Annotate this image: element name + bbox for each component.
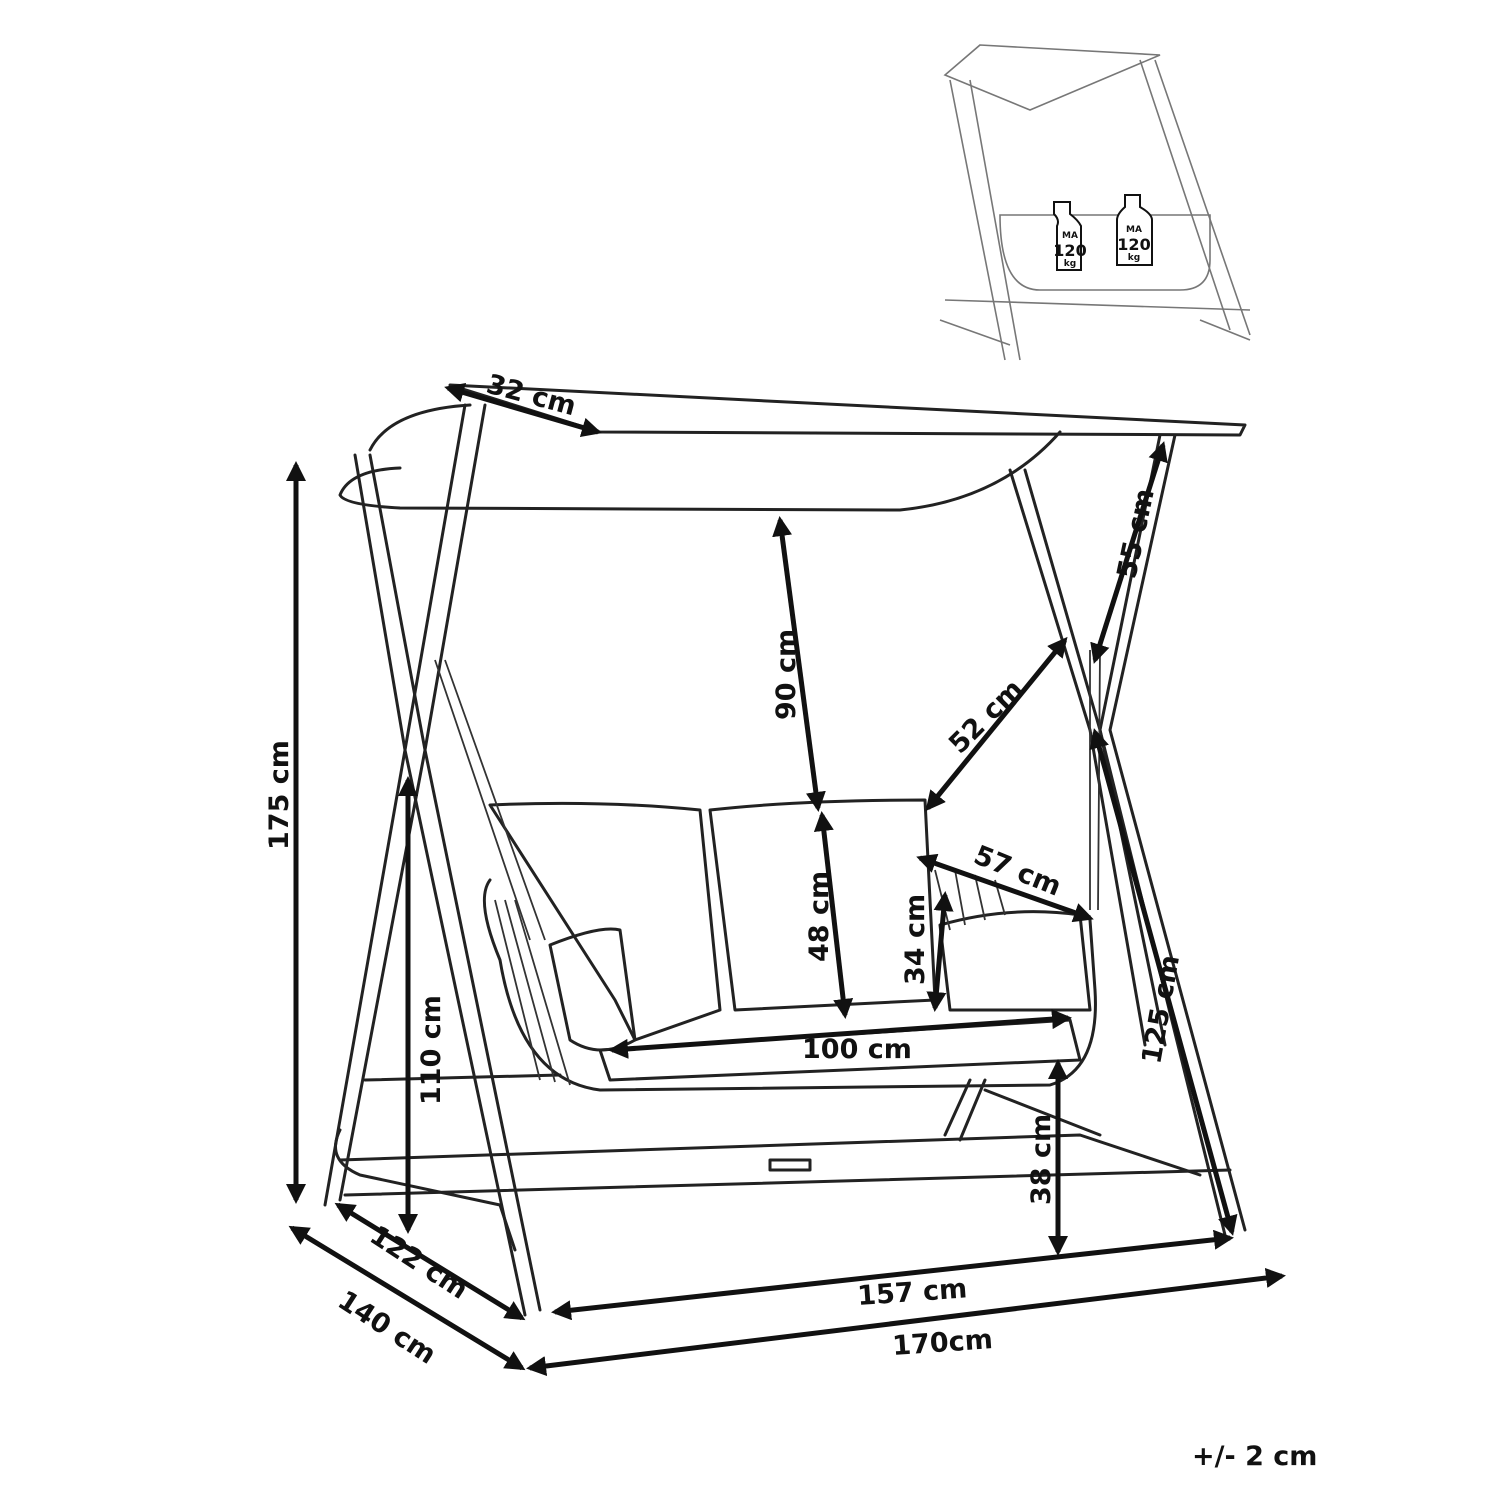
dim-armrest-height: 34 cm bbox=[900, 894, 931, 985]
svg-text:kg: kg bbox=[1064, 259, 1076, 269]
svg-text:120: 120 bbox=[1117, 235, 1150, 254]
dim-total-height: 175 cm bbox=[264, 740, 295, 850]
dim-outer-depth: 140 cm bbox=[332, 1285, 441, 1371]
dim-chain-length: 52 cm bbox=[943, 674, 1029, 760]
svg-text:120: 120 bbox=[1053, 241, 1086, 260]
dim-backrest-height: 48 cm bbox=[804, 871, 835, 962]
dimension-arrows bbox=[286, 382, 1286, 1376]
dim-backrest-top-height: 110 cm bbox=[416, 995, 447, 1105]
svg-text:kg: kg bbox=[1128, 253, 1140, 263]
dim-inner-depth: 122 cm bbox=[364, 1220, 473, 1306]
dim-seat-width: 100 cm bbox=[802, 1034, 912, 1065]
dim-inner-width: 157 cm bbox=[856, 1273, 968, 1312]
dim-canopy-to-backrest: 90 cm bbox=[771, 629, 802, 720]
tolerance-note: +/- 2 cm bbox=[1192, 1441, 1317, 1472]
inset-thumbnail: MA 120 kg MA 120 kg bbox=[939, 44, 1251, 361]
weight-icon: MA 120 kg bbox=[1053, 201, 1087, 271]
weight-icon: MA 120 kg bbox=[1116, 194, 1153, 266]
svg-text:MA: MA bbox=[1126, 225, 1142, 235]
dim-seat-height: 38 cm bbox=[1026, 1114, 1057, 1205]
swing-frame bbox=[323, 383, 1247, 1317]
svg-text:MA: MA bbox=[1062, 231, 1078, 241]
dim-outer-width: 170cm bbox=[891, 1324, 993, 1362]
